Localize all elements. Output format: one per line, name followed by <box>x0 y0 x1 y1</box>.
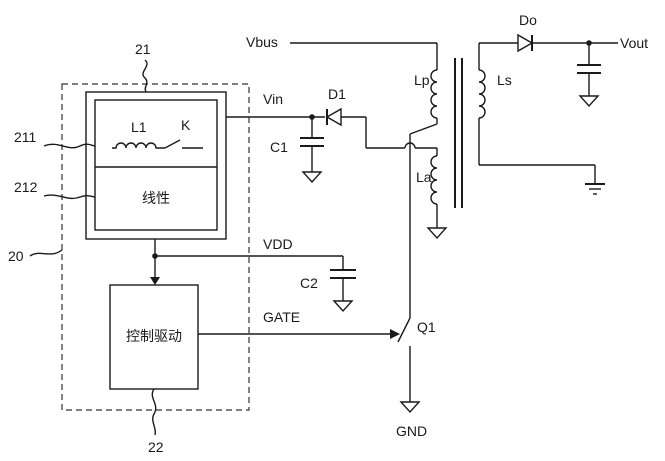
c2-label: C2 <box>300 275 318 291</box>
lp-winding-symbol <box>409 43 438 135</box>
ref-21-leader <box>142 59 148 93</box>
vbus-label: Vbus <box>246 34 278 50</box>
c1-capacitor-symbol <box>300 117 324 172</box>
ref-212: 212 <box>14 179 38 195</box>
ref-20: 20 <box>8 248 24 264</box>
c2-ground-icon <box>332 300 354 313</box>
l1-label: L1 <box>131 119 147 135</box>
la-ground-icon <box>426 227 448 240</box>
ls-ground-icon <box>585 183 605 195</box>
c1-ground-icon <box>301 171 323 184</box>
la-label: La <box>416 169 432 185</box>
c2-capacitor-symbol <box>330 256 356 301</box>
vout-label: Vout <box>620 35 648 51</box>
gnd-ground-icon <box>399 401 421 414</box>
gate-arrowhead <box>390 329 400 339</box>
ref-212-leader <box>43 194 96 200</box>
output-ground-icon <box>578 95 600 108</box>
module-20-outline <box>61 83 250 411</box>
block-21-frame-outer <box>85 91 227 240</box>
lp-label: Lp <box>414 72 430 88</box>
output-capacitor-symbol <box>577 43 601 96</box>
block-21-frame-inner <box>94 99 218 231</box>
do-diode-symbol <box>517 33 534 53</box>
k-label: K <box>181 117 191 133</box>
ref-22-leader <box>151 388 157 436</box>
k-switch-symbol <box>164 139 203 149</box>
l1-inductor-symbol <box>112 142 165 149</box>
gate-label: GATE <box>263 309 300 325</box>
ref-21: 21 <box>135 41 151 57</box>
ls-label: Ls <box>497 72 512 88</box>
ref-22: 22 <box>148 439 164 455</box>
q1-label: Q1 <box>417 319 436 335</box>
do-label: Do <box>519 12 537 28</box>
ref-211-leader <box>43 143 96 149</box>
ref-20-leader <box>29 249 63 257</box>
ref-211: 211 <box>14 129 37 145</box>
la-winding-symbol <box>430 148 438 228</box>
control-drive-label: 控制驱动 <box>126 328 182 344</box>
vdd-feed-arrowhead <box>150 277 160 285</box>
d1-diode-symbol <box>325 107 366 127</box>
gnd-label: GND <box>396 423 427 439</box>
q1-switch-blade <box>397 317 411 343</box>
linear-block-label: 线性 <box>142 190 170 206</box>
vin-label: Vin <box>263 91 283 107</box>
d1-label: D1 <box>328 86 346 102</box>
ls-winding-symbol <box>478 43 596 184</box>
vdd-label: VDD <box>263 236 293 252</box>
c1-label: C1 <box>270 139 288 155</box>
